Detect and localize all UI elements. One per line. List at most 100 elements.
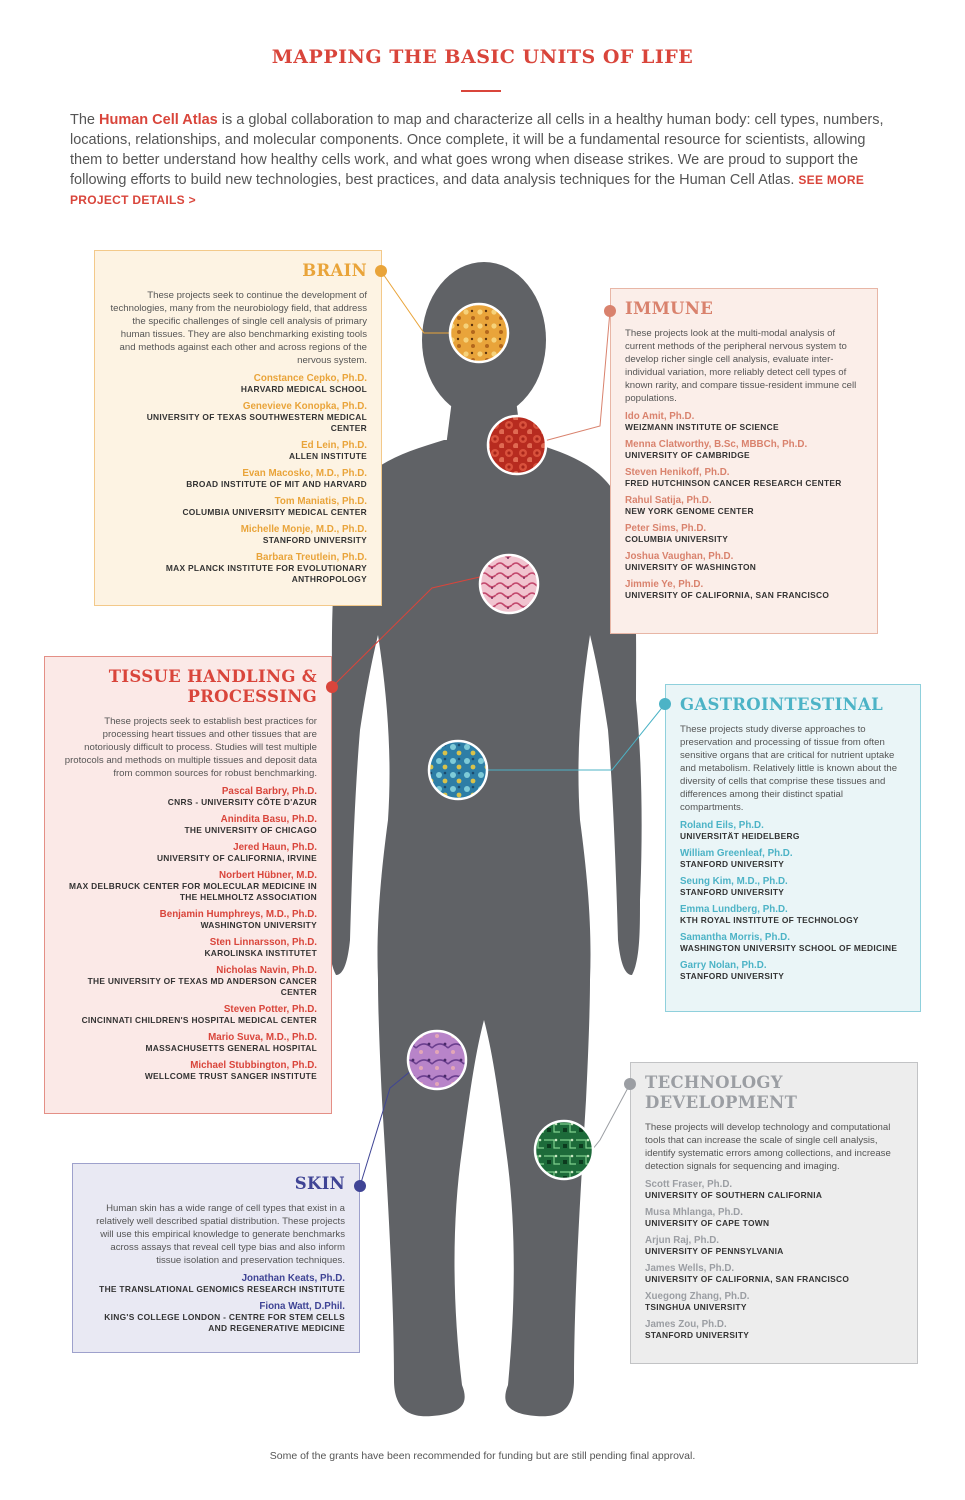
researcher-institution: MASSACHUSETTS GENERAL HOSPITAL — [145, 1043, 317, 1053]
researcher-institution: STANFORD UNIVERSITY — [645, 1330, 750, 1340]
researcher-name: Menna Clatworthy, B.Sc, MBBCh, Ph.D. — [625, 439, 808, 450]
researcher-entry: Constance Cepko, Ph.D.HARVARD MEDICAL SC… — [109, 373, 367, 395]
researcher-entry: Musa Mhlanga, Ph.D.UNIVERSITY OF CAPE TO… — [645, 1207, 903, 1229]
gastro-section: GASTROINTESTINAL These projects study di… — [665, 684, 921, 1012]
researcher-name: Joshua Vaughan, Ph.D. — [625, 551, 734, 562]
intro-body: is a global collaboration to map and cha… — [70, 112, 884, 188]
researcher-name: Musa Mhlanga, Ph.D. — [645, 1207, 743, 1218]
researcher-institution: HARVARD MEDICAL SCHOOL — [240, 384, 367, 394]
skin-people: Jonathan Keats, Ph.D.THE TRANSLATIONAL G… — [87, 1273, 345, 1334]
researcher-institution: THE UNIVERSITY OF TEXAS MD ANDERSON CANC… — [87, 976, 317, 997]
researcher-name: James Zou, Ph.D. — [645, 1319, 727, 1330]
researcher-institution: ALLEN INSTITUTE — [288, 451, 367, 461]
researcher-entry: Nicholas Navin, Ph.D.THE UNIVERSITY OF T… — [59, 965, 317, 998]
researcher-entry: Mario Suva, M.D., Ph.D.MASSACHUSETTS GEN… — [59, 1032, 317, 1054]
researcher-name: Steven Henikoff, Ph.D. — [625, 467, 730, 478]
brain-cells-image — [448, 302, 510, 364]
researcher-name: Benjamin Humphreys, M.D., Ph.D. — [159, 909, 317, 920]
skin-marker-dot — [354, 1180, 366, 1192]
researcher-institution: TSINGHUA UNIVERSITY — [645, 1302, 747, 1312]
researcher-institution: FRED HUTCHINSON CANCER RESEARCH CENTER — [625, 478, 842, 488]
footnote: Some of the grants have been recommended… — [269, 1450, 696, 1462]
researcher-entry: Genevieve Konopka, Ph.D.UNIVERSITY OF TE… — [109, 401, 367, 434]
researcher-entry: Norbert Hübner, M.D.MAX DELBRUCK CENTER … — [59, 870, 317, 903]
immune-section: IMMUNE These projects look at the multi-… — [610, 288, 878, 634]
see-more-link[interactable]: SEE MORE PROJECT DETAILS > — [70, 173, 865, 207]
researcher-entry: Seung Kim, M.D., Ph.D.STANFORD UNIVERSIT… — [680, 876, 906, 898]
researcher-entry: Samantha Morris, Ph.D.WASHINGTON UNIVERS… — [680, 932, 906, 954]
researcher-institution: UNIVERSITY OF CALIFORNIA, SAN FRANCISCO — [625, 590, 830, 600]
researcher-entry: Fiona Watt, D.Phil.KING'S COLLEGE LONDON… — [87, 1301, 345, 1334]
researcher-name: Evan Macosko, M.D., Ph.D. — [242, 468, 367, 479]
researcher-name: Nicholas Navin, Ph.D. — [216, 965, 317, 976]
page-title: MAPPING THE BASIC UNITS OF LIFE — [271, 46, 694, 68]
researcher-entry: Emma Lundberg, Ph.D.KTH ROYAL INSTITUTE … — [680, 904, 906, 926]
researcher-entry: Michelle Monje, M.D., Ph.D.STANFORD UNIV… — [109, 524, 367, 546]
researcher-name: Ed Lein, Ph.D. — [301, 440, 367, 451]
immune-people: Ido Amit, Ph.D.WEIZMANN INSTITUTE OF SCI… — [625, 411, 863, 601]
skin-heading: SKIN — [294, 1174, 345, 1193]
researcher-institution: MAX DELBRUCK CENTER FOR MOLECULAR MEDICI… — [69, 881, 317, 902]
researcher-institution: UNIVERSITY OF WASHINGTON — [625, 562, 757, 572]
researcher-name: Mario Suva, M.D., Ph.D. — [208, 1032, 317, 1043]
brain-connector — [380, 270, 455, 334]
immune-connector — [543, 310, 611, 442]
researcher-name: Steven Potter, Ph.D. — [223, 1004, 317, 1015]
researcher-name: Emma Lundberg, Ph.D. — [680, 904, 788, 915]
researcher-institution: THE TRANSLATIONAL GENOMICS RESEARCH INST… — [99, 1284, 345, 1294]
gastro-people: Roland Eils, Ph.D.UNIVERSITÄT HEIDELBERG… — [680, 820, 906, 982]
researcher-name: Xuegong Zhang, Ph.D. — [645, 1291, 750, 1302]
researcher-name: Pascal Barbry, Ph.D. — [221, 786, 317, 797]
researcher-entry: Roland Eils, Ph.D.UNIVERSITÄT HEIDELBERG — [680, 820, 906, 842]
intro-paragraph: The Human Cell Atlas is a global collabo… — [70, 110, 900, 210]
researcher-entry: Xuegong Zhang, Ph.D.TSINGHUA UNIVERSITY — [645, 1291, 903, 1313]
researcher-entry: Steven Henikoff, Ph.D.FRED HUTCHINSON CA… — [625, 467, 863, 489]
researcher-entry: Anindita Basu, Ph.D.THE UNIVERSITY OF CH… — [59, 814, 317, 836]
researcher-institution: COLUMBIA UNIVERSITY — [625, 534, 729, 544]
researcher-name: Scott Fraser, Ph.D. — [645, 1179, 733, 1190]
tech-heading: TECHNOLOGY DEVELOPMENT — [645, 1073, 798, 1112]
researcher-entry: Pascal Barbry, Ph.D.CNRS - UNIVERSITY CÔ… — [59, 786, 317, 808]
researcher-entry: Evan Macosko, M.D., Ph.D.BROAD INSTITUTE… — [109, 468, 367, 490]
researcher-institution: UNIVERSITY OF SOUTHERN CALIFORNIA — [645, 1190, 823, 1200]
researcher-name: Arjun Raj, Ph.D. — [645, 1235, 720, 1246]
researcher-entry: James Zou, Ph.D.STANFORD UNIVERSITY — [645, 1319, 903, 1341]
researcher-name: Anindita Basu, Ph.D. — [220, 814, 317, 825]
researcher-institution: THE UNIVERSITY OF CHICAGO — [184, 825, 317, 835]
researcher-name: Jonathan Keats, Ph.D. — [241, 1273, 345, 1284]
researcher-entry: Barbara Treutlein, Ph.D.MAX PLANCK INSTI… — [109, 552, 367, 585]
skin-description: Human skin has a wide range of cell type… — [96, 1203, 345, 1266]
tissue-heading-line2: PROCESSING — [187, 687, 317, 706]
tech-description: These projects will develop technology a… — [645, 1122, 891, 1172]
researcher-institution: UNIVERSITY OF CAMBRIDGE — [625, 450, 750, 460]
researcher-entry: Ido Amit, Ph.D.WEIZMANN INSTITUTE OF SCI… — [625, 411, 863, 433]
title-divider — [461, 90, 501, 92]
researcher-institution: WEIZMANN INSTITUTE OF SCIENCE — [625, 422, 779, 432]
researcher-name: Sten Linnarsson, Ph.D. — [209, 937, 317, 948]
researcher-name: Fiona Watt, D.Phil. — [259, 1301, 345, 1312]
tissue-section: TISSUE HANDLING & PROCESSING These proje… — [44, 656, 332, 1114]
researcher-name: Peter Sims, Ph.D. — [625, 523, 707, 534]
researcher-institution: BROAD INSTITUTE OF MIT AND HARVARD — [186, 479, 367, 489]
researcher-institution: UNIVERSITY OF CALIFORNIA, IRVINE — [156, 853, 317, 863]
researcher-name: James Wells, Ph.D. — [645, 1263, 735, 1274]
immune-heading: IMMUNE — [625, 299, 714, 318]
researcher-entry: Michael Stubbington, Ph.D.WELLCOME TRUST… — [59, 1060, 317, 1082]
researcher-entry: Arjun Raj, Ph.D.UNIVERSITY OF PENNSYLVAN… — [645, 1235, 903, 1257]
researcher-entry: Jonathan Keats, Ph.D.THE TRANSLATIONAL G… — [87, 1273, 345, 1295]
researcher-entry: Steven Potter, Ph.D.CINCINNATI CHILDREN'… — [59, 1004, 317, 1026]
tech-section: TECHNOLOGY DEVELOPMENT These projects wi… — [630, 1062, 918, 1364]
skin-tissue-image — [406, 1029, 468, 1091]
researcher-entry: Jered Haun, Ph.D.UNIVERSITY OF CALIFORNI… — [59, 842, 317, 864]
researcher-entry: William Greenleaf, Ph.D.STANFORD UNIVERS… — [680, 848, 906, 870]
researcher-institution: KING'S COLLEGE LONDON - CENTRE FOR STEM … — [104, 1312, 345, 1333]
researcher-name: Ido Amit, Ph.D. — [625, 411, 695, 422]
researcher-entry: Ed Lein, Ph.D.ALLEN INSTITUTE — [109, 440, 367, 462]
researcher-institution: STANFORD UNIVERSITY — [680, 887, 785, 897]
tissue-heading-line1: TISSUE HANDLING & — [108, 667, 317, 686]
researcher-entry: Sten Linnarsson, Ph.D.KAROLINSKA INSTITU… — [59, 937, 317, 959]
brain-people: Constance Cepko, Ph.D.HARVARD MEDICAL SC… — [109, 373, 367, 585]
researcher-entry: Rahul Satija, Ph.D.NEW YORK GENOME CENTE… — [625, 495, 863, 517]
gut-cells-image — [427, 739, 489, 801]
